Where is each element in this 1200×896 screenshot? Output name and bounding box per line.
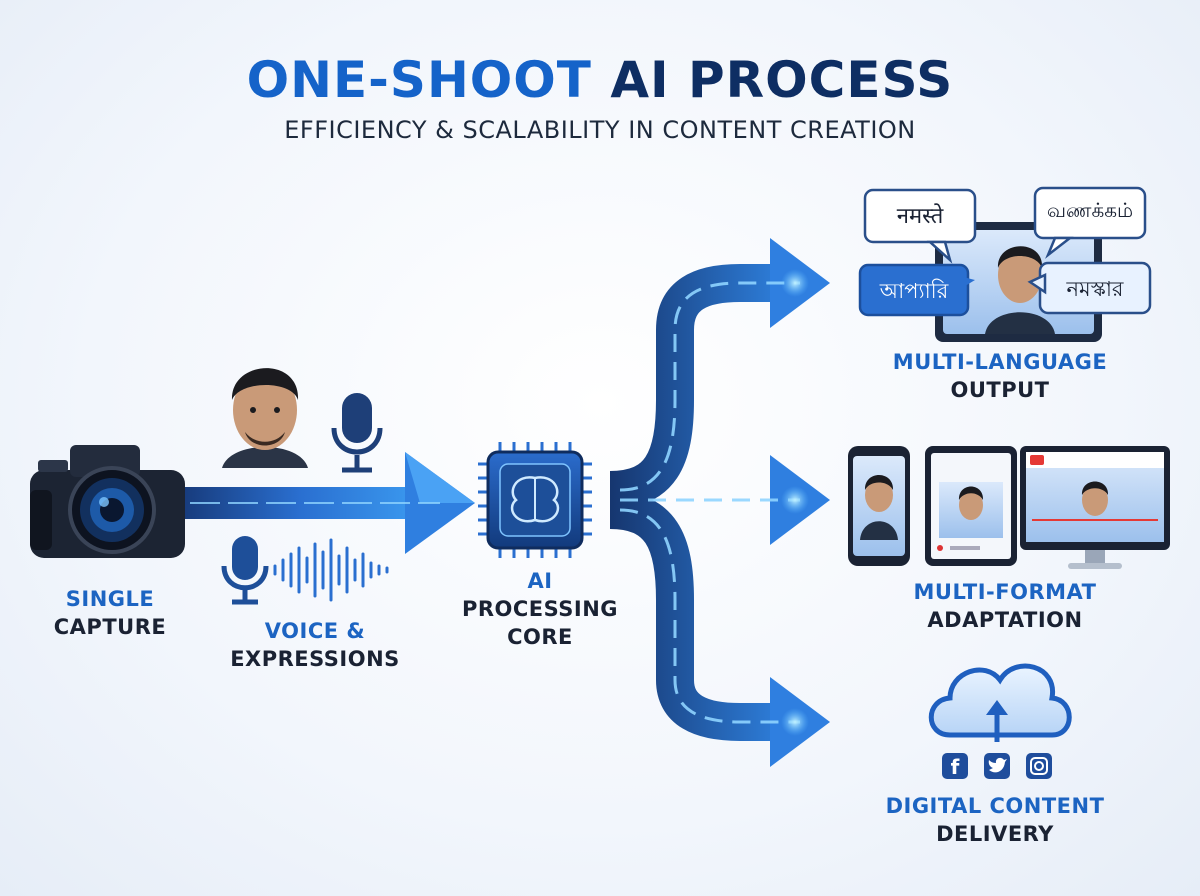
- capture-line1: SINGLE: [65, 587, 155, 611]
- ai-chip-icon: [478, 442, 592, 558]
- branch-arrows: [609, 238, 830, 767]
- tablet-icon: [925, 446, 1017, 566]
- label-multi-format: MULTI-FORMAT ADAPTATION: [870, 578, 1140, 634]
- language-line1: MULTI-LANGUAGE: [892, 350, 1108, 374]
- desktop-monitor-icon: [1020, 446, 1170, 569]
- page-title: ONE-SHOOT AI PROCESS: [0, 50, 1200, 110]
- greeting-tamil: வணக்கம்: [1046, 198, 1134, 222]
- voice-line1: VOICE &: [264, 619, 366, 643]
- delivery-line2: DELIVERY: [936, 822, 1054, 846]
- greeting-hindi: नमस्ते: [896, 204, 944, 229]
- phone-icon: [848, 446, 910, 566]
- language-line2: OUTPUT: [950, 378, 1050, 402]
- main-arrow: [180, 452, 475, 554]
- voice-line2: EXPRESSIONS: [230, 647, 400, 671]
- label-single-capture: SINGLE CAPTURE: [40, 585, 180, 641]
- voice-microphone-icon: [221, 536, 269, 605]
- core-line3: CORE: [507, 625, 573, 649]
- sound-wave-icon: [273, 538, 389, 602]
- greeting-bengali: আপ্যারি: [879, 279, 949, 303]
- speech-bubble-bengali: [858, 263, 975, 317]
- title-part2: AI PROCESS: [610, 51, 954, 109]
- speech-bubble-bengali-2: [1027, 261, 1152, 315]
- instagram-icon: [1026, 753, 1052, 779]
- label-digital-delivery: DIGITAL CONTENT DELIVERY: [850, 792, 1140, 848]
- core-line2: PROCESSING: [461, 597, 619, 621]
- facebook-icon: f: [942, 753, 968, 779]
- core-line1: AI: [527, 569, 553, 593]
- label-multi-language: MULTI-LANGUAGE OUTPUT: [860, 348, 1140, 404]
- format-line2: ADAPTATION: [927, 608, 1083, 632]
- page-subtitle: EFFICIENCY & SCALABILITY IN CONTENT CREA…: [284, 116, 916, 144]
- microphone-icon: [331, 393, 383, 473]
- avatar: [222, 368, 308, 468]
- delivery-line1: DIGITAL CONTENT: [885, 794, 1105, 818]
- label-voice-expressions: VOICE & EXPRESSIONS: [205, 617, 425, 673]
- title-part1: ONE-SHOOT: [246, 51, 592, 109]
- capture-line2: CAPTURE: [53, 615, 167, 639]
- cloud-upload-icon: [928, 663, 1072, 742]
- greeting-bengali-2: নমস্কার: [1066, 277, 1124, 301]
- format-line1: MULTI-FORMAT: [913, 580, 1097, 604]
- twitter-icon: [984, 753, 1010, 779]
- camera-icon: [30, 445, 185, 558]
- svg-text:f: f: [951, 755, 960, 779]
- speech-bubble-tamil: [1033, 186, 1147, 259]
- label-ai-processing-core: AI PROCESSING CORE: [445, 567, 635, 651]
- speech-bubble-hindi: [863, 188, 977, 264]
